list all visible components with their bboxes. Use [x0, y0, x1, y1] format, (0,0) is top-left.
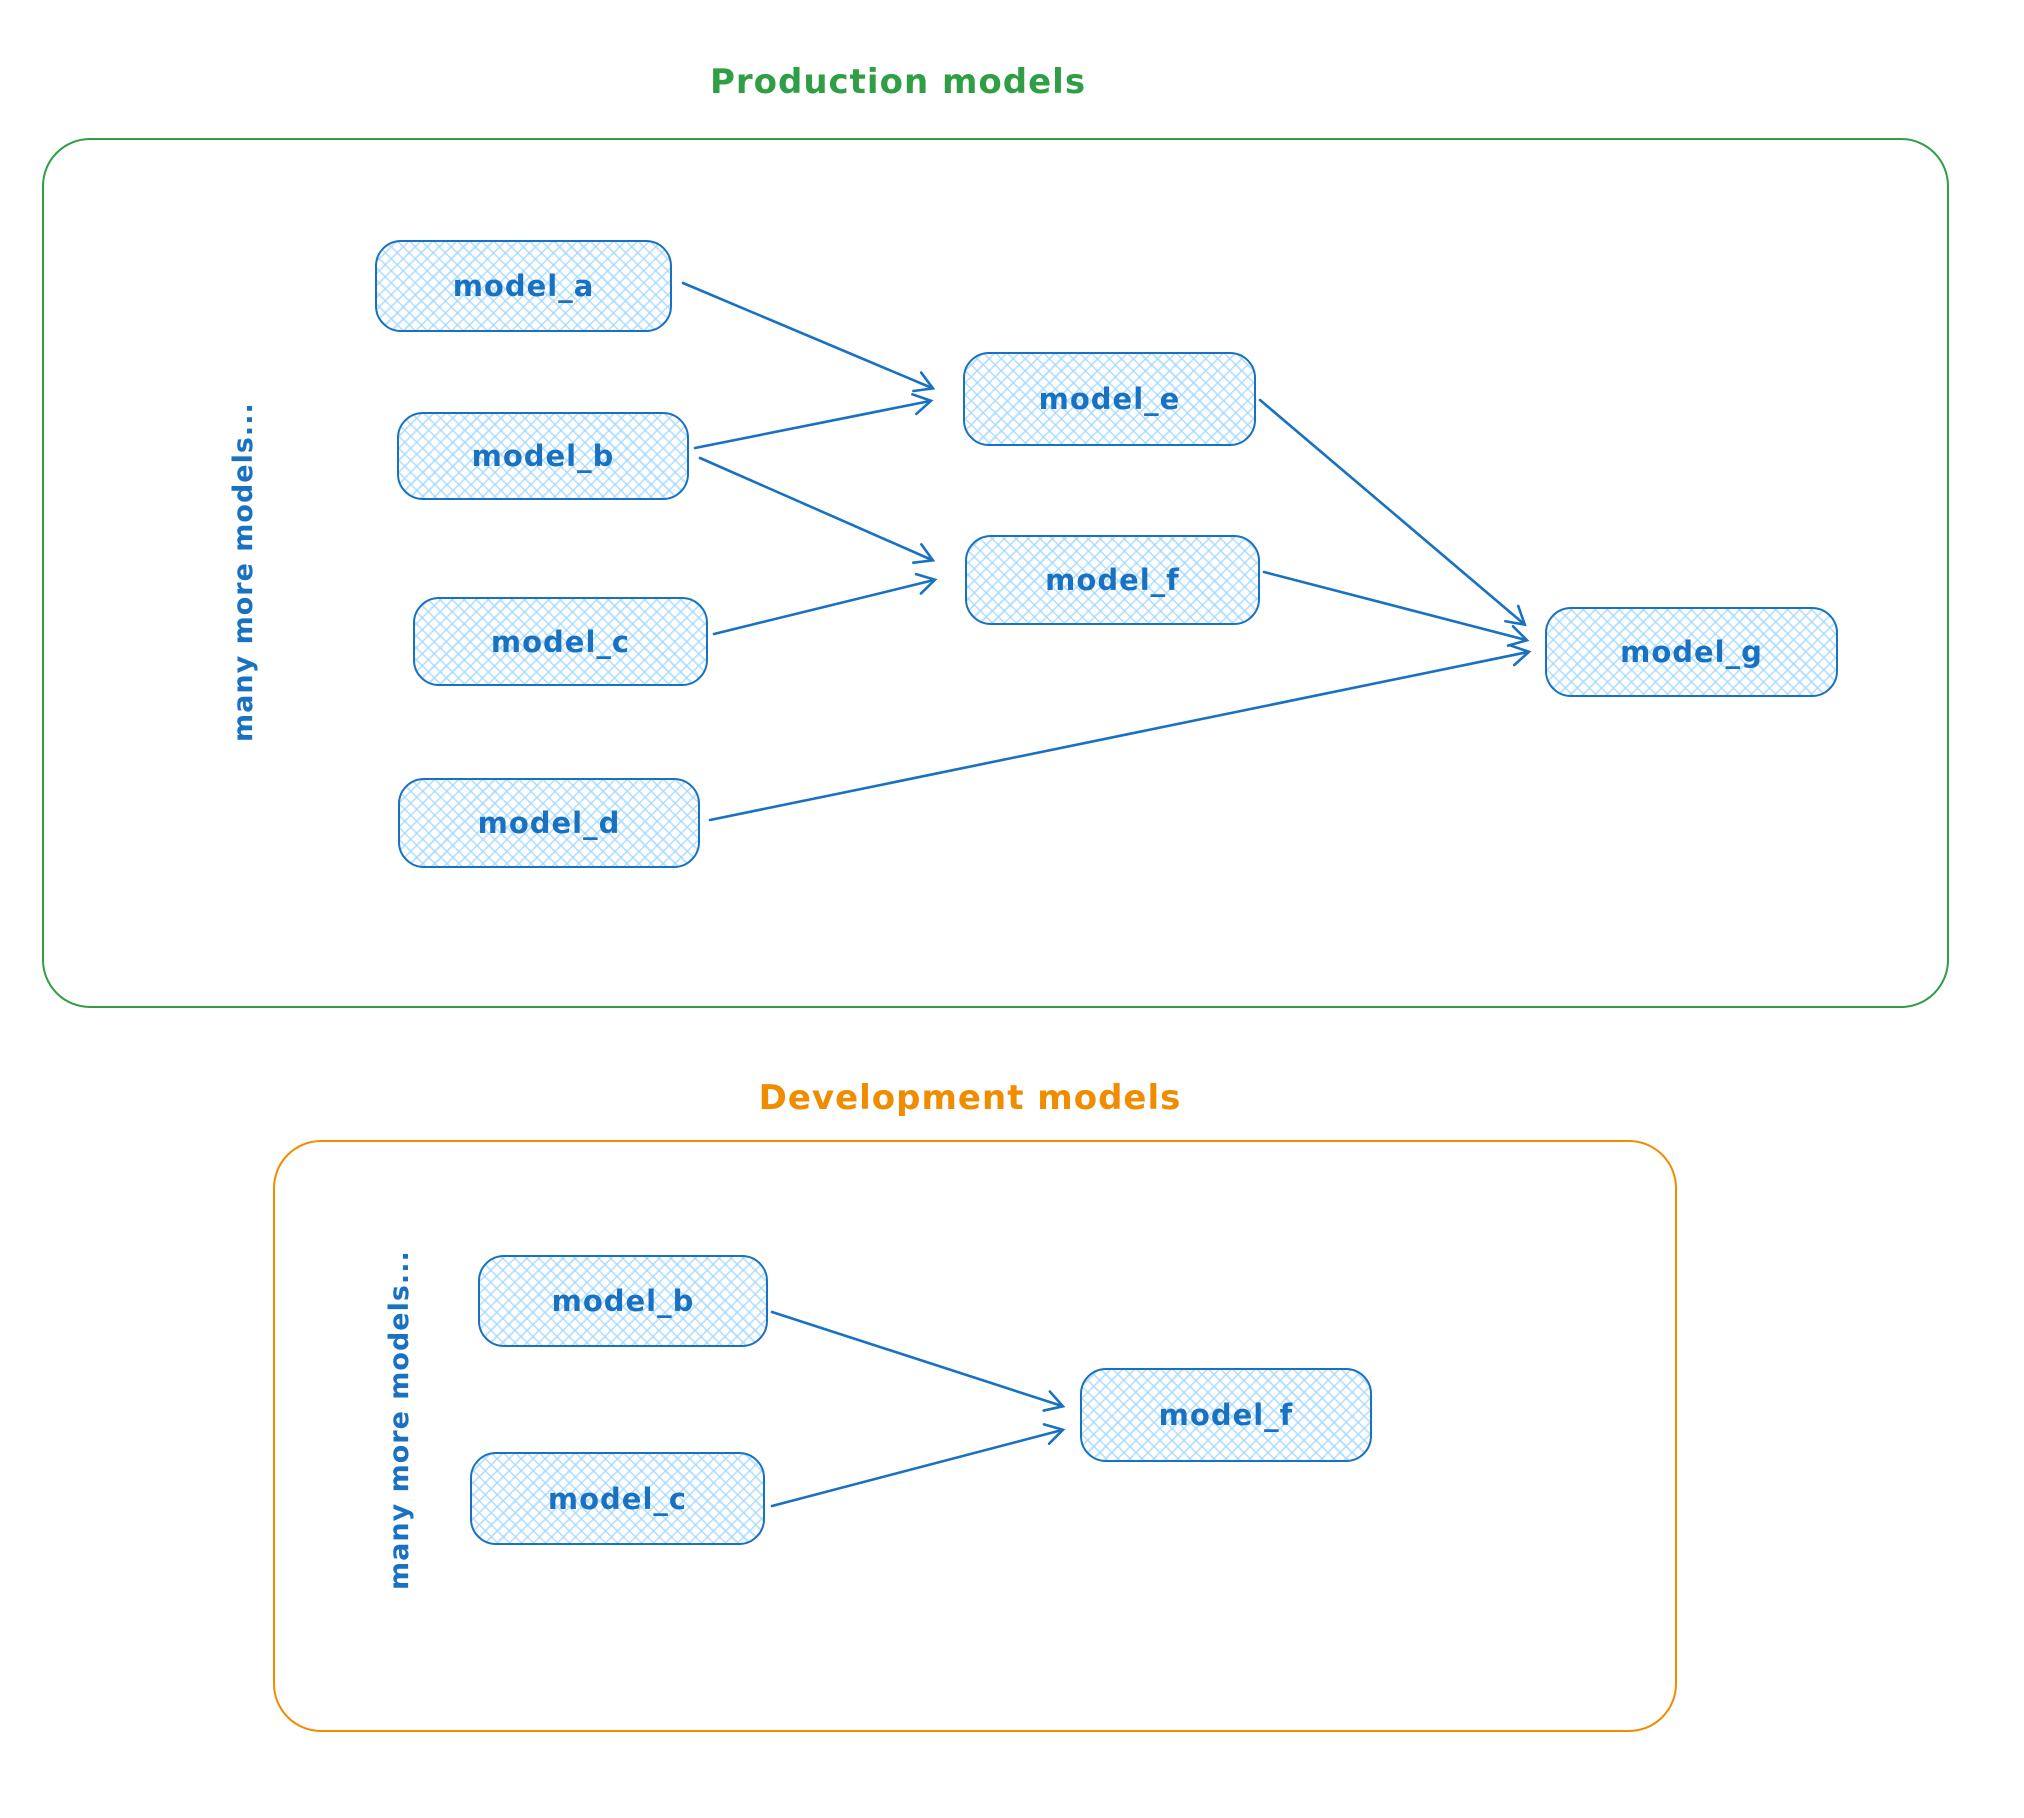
node-label: model_b: [471, 439, 615, 473]
node-production-model-d: model_d: [398, 778, 700, 868]
node-production-model-g: model_g: [1545, 607, 1838, 697]
development-container: [273, 1140, 1677, 1732]
node-label: model_g: [1620, 635, 1763, 669]
node-production-model-b: model_b: [397, 412, 689, 500]
node-label: model_c: [547, 1481, 688, 1516]
development-section-title: Development models: [758, 1078, 1182, 1118]
node-label: model_c: [490, 624, 631, 659]
node-label: model_d: [477, 806, 621, 840]
node-production-model-e: model_e: [963, 352, 1256, 446]
node-label: model_b: [551, 1284, 695, 1318]
node-production-model-c: model_c: [413, 597, 708, 686]
node-development-model-c: model_c: [470, 1452, 765, 1545]
production-side-label: many more models...: [228, 402, 259, 742]
node-development-model-f: model_f: [1080, 1368, 1372, 1462]
production-section-title: Production models: [709, 62, 1087, 102]
node-production-model-f: model_f: [965, 535, 1260, 625]
development-side-label: many more models...: [384, 1250, 415, 1590]
node-label: model_e: [1038, 382, 1181, 416]
node-production-model-a: model_a: [375, 240, 672, 332]
node-label: model_a: [452, 269, 595, 303]
node-development-model-b: model_b: [478, 1255, 768, 1347]
node-label: model_f: [1158, 1398, 1294, 1432]
production-container: [42, 138, 1949, 1008]
node-label: model_f: [1045, 563, 1180, 597]
